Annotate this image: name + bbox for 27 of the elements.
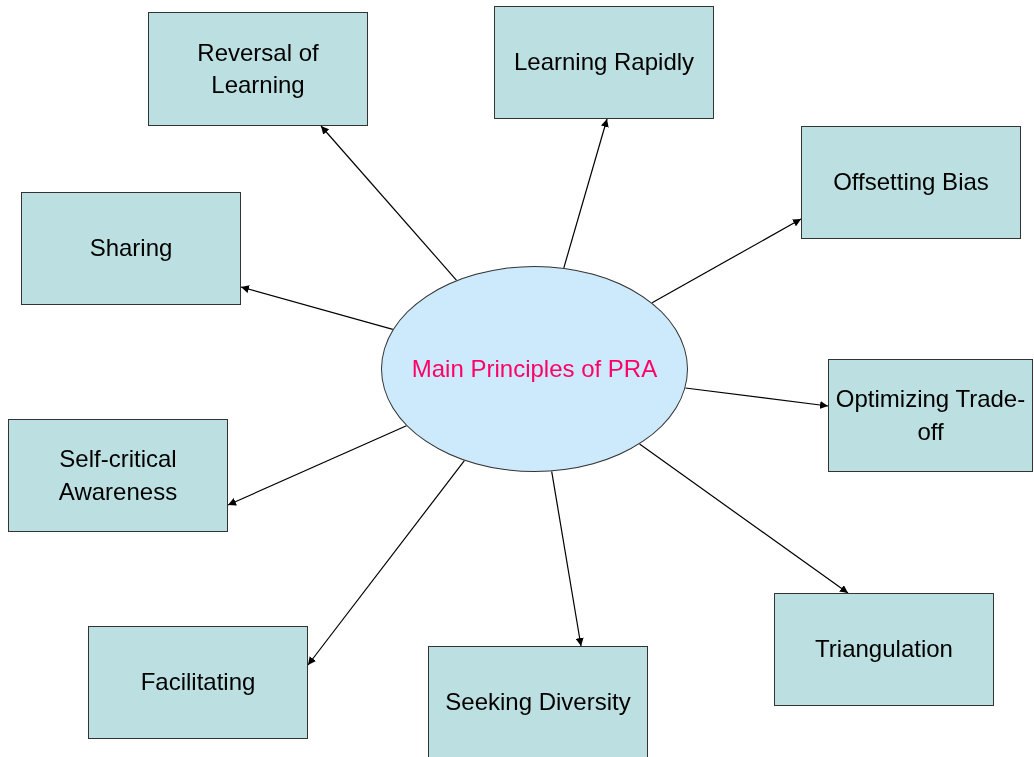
node-label: Self-critical Awareness bbox=[57, 444, 179, 507]
principle-box bbox=[428, 646, 648, 757]
principle-box bbox=[88, 626, 308, 739]
node-label: Offsetting Bias bbox=[833, 167, 989, 198]
arrow bbox=[240, 285, 394, 330]
principle-box bbox=[8, 419, 228, 532]
node-label: Reversal of Learning bbox=[196, 37, 320, 100]
arrow bbox=[320, 125, 458, 281]
node-label: Triangulation bbox=[815, 634, 953, 665]
node-label: Main Principles of PRA bbox=[411, 355, 658, 383]
node-label: Facilitating bbox=[140, 667, 256, 698]
node-label: Sharing bbox=[89, 233, 173, 264]
arrow bbox=[684, 387, 829, 409]
principle-box bbox=[148, 12, 368, 126]
node-label: Learning Rapidly bbox=[513, 47, 695, 78]
principle-box bbox=[774, 593, 994, 706]
node-label: Seeking Diversity bbox=[445, 686, 631, 717]
arrow bbox=[651, 218, 802, 304]
principle-box bbox=[494, 6, 714, 119]
arrow bbox=[551, 470, 584, 647]
arrow bbox=[307, 460, 465, 666]
arrow bbox=[227, 425, 408, 506]
arrow bbox=[639, 443, 849, 594]
node-label: Optimizing Trade-off bbox=[834, 384, 1027, 447]
principle-box bbox=[828, 359, 1033, 472]
principle-box bbox=[801, 126, 1021, 239]
principle-box bbox=[21, 192, 241, 305]
